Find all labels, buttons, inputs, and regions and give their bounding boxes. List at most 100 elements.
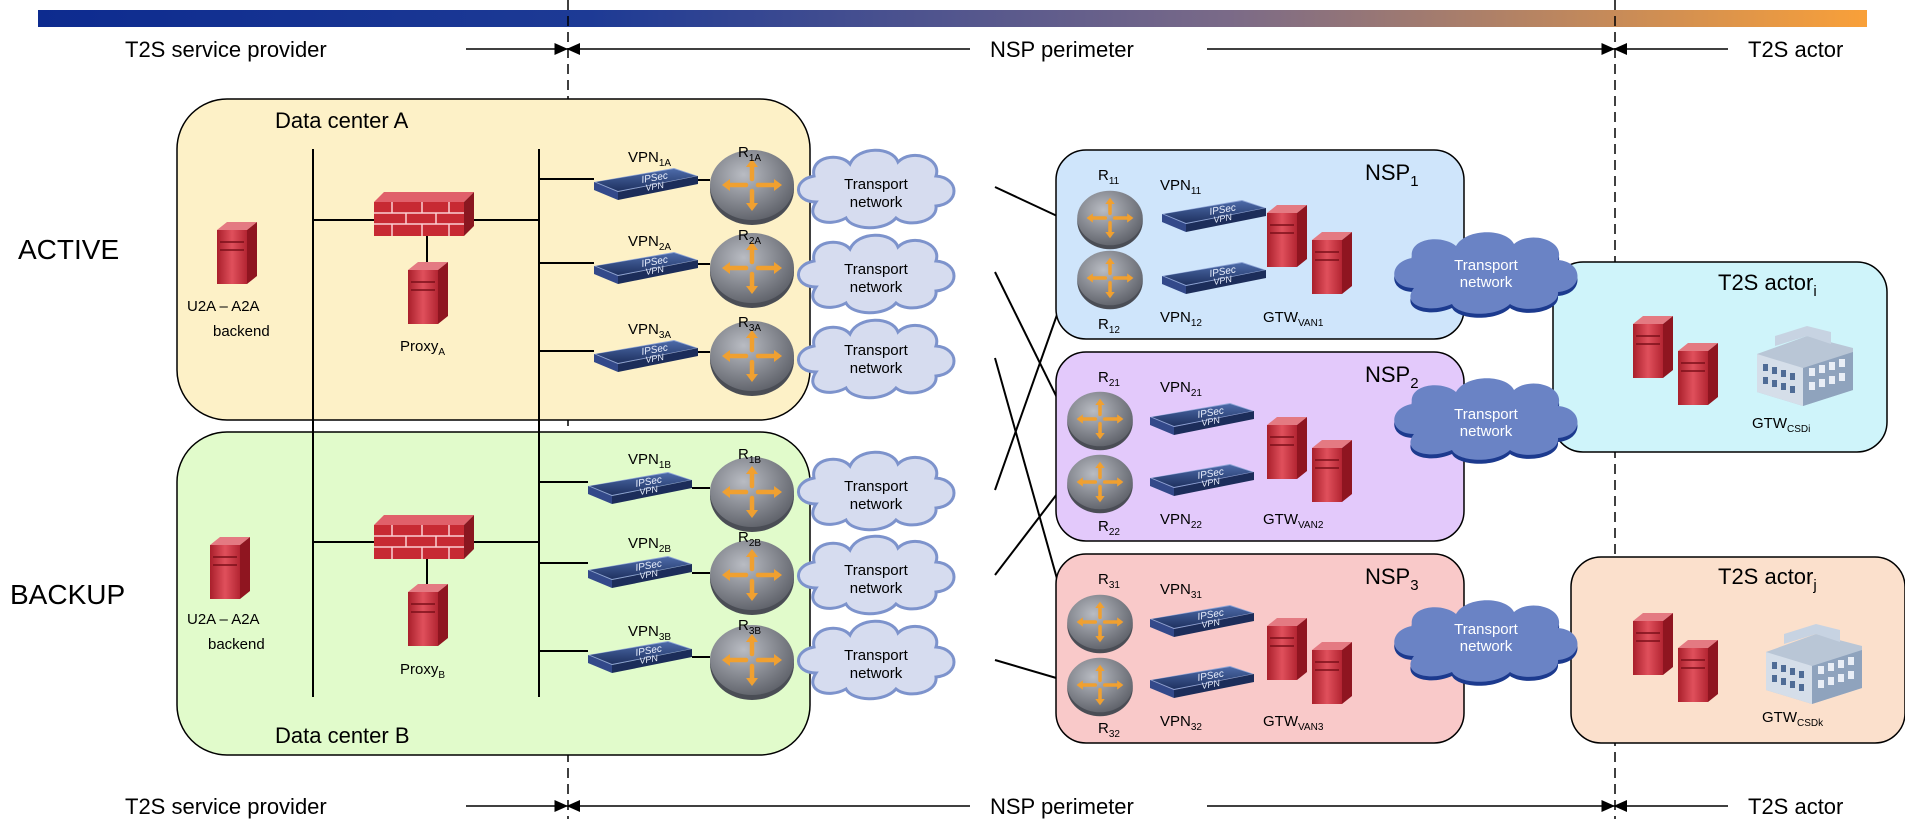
gtw-van1-sub: VAN1: [1298, 318, 1324, 329]
r11-label: R11: [1098, 167, 1120, 187]
r32-label: R32: [1098, 720, 1120, 740]
gtw-csdi-server-1-icon: [1632, 315, 1674, 379]
router-1b-text: R: [738, 446, 749, 463]
cloud-nsp1-label-1: Transport: [1454, 257, 1518, 274]
gtw-van2-server-1-icon: [1266, 416, 1308, 480]
proxy-b-label-text: Proxy: [400, 661, 439, 678]
backend-b-server-icon: [209, 536, 251, 600]
gtw-van2-server-2-icon: [1311, 439, 1353, 503]
backend-b-label-line1: U2A – A2A: [187, 611, 260, 628]
r22-sub: 22: [1109, 527, 1121, 538]
gtw-van3-text: GTW: [1263, 713, 1299, 730]
r22-label: R22: [1098, 518, 1120, 538]
vpn22-label: VPN22: [1160, 511, 1202, 531]
router-1a-text: R: [738, 144, 749, 161]
router-22-icon: [1065, 452, 1135, 515]
gtw-van2-sub: VAN2: [1298, 520, 1324, 531]
nsp2-title-text: NSP: [1365, 362, 1410, 387]
gtw-csdk-server-2-icon: [1677, 639, 1719, 703]
r12-text: R: [1098, 316, 1109, 333]
backend-a-label-line1: U2A – A2A: [187, 298, 260, 315]
t2s-actor-i-title-text: T2S actor: [1718, 270, 1813, 295]
data-center-a-internals: U2A – A2A backend ProxyA: [187, 191, 539, 358]
backend-b-label-line2: backend: [208, 636, 265, 653]
vpn11-text: VPN: [1160, 177, 1191, 194]
cloud-3b-label-2: network: [850, 665, 903, 682]
gtw-van2-text: GTW: [1263, 511, 1299, 528]
gtw-van3-server-2-icon: [1311, 641, 1353, 705]
r31-sub: 31: [1109, 580, 1121, 591]
vpn-3a-sub: 3A: [659, 330, 672, 341]
nsp2-title-sub: 2: [1410, 375, 1418, 392]
router-21-icon: [1065, 389, 1135, 452]
vpn31-label: VPN31: [1160, 581, 1202, 601]
router-1b-label: R1B: [738, 446, 761, 466]
t2s-actor-j-title-text: T2S actor: [1718, 564, 1813, 589]
nsp2-title: NSP2: [1365, 362, 1419, 392]
router-1a-label: R1A: [738, 144, 761, 164]
gtw-csdk-text: GTW: [1762, 709, 1798, 726]
router-1a-sub: 1A: [749, 153, 762, 164]
header-right-label: T2S actor: [1748, 37, 1843, 62]
cloud-3a-label-1: Transport: [844, 342, 908, 359]
header-left-label: T2S service provider: [125, 37, 327, 62]
vpn21-sub: 21: [1191, 388, 1203, 399]
vpn-1b-label: VPN1B: [628, 451, 671, 471]
transport-clouds-nsp: Transport network Transport network Tran…: [1394, 232, 1578, 686]
vpn31-text: VPN: [1160, 581, 1191, 598]
cloud-1b-label-1: Transport: [844, 478, 908, 495]
cloud-2b-label-2: network: [850, 580, 903, 597]
firewall-b-icon: [373, 514, 475, 560]
vpn11-sub: 11: [1191, 186, 1202, 197]
vpn32-sub: 32: [1191, 722, 1203, 733]
backup-label: BACKUP: [10, 579, 125, 610]
router-2b-sub: 2B: [749, 538, 762, 549]
footer-center-label: NSP perimeter: [990, 794, 1134, 819]
nsp2-contents: NSP2 R21 VPN21 R22 VPN22 GTWVAN2: [1065, 362, 1419, 538]
r12-sub: 12: [1109, 325, 1121, 336]
gtw-van1-server-2-icon: [1311, 231, 1353, 295]
gtw-csdi-text: GTW: [1752, 415, 1788, 432]
vpn-3b-sub: 3B: [659, 632, 672, 643]
data-center-b-internals: U2A – A2A backend ProxyB: [187, 514, 539, 681]
gtw-van3-label: GTWVAN3: [1263, 713, 1324, 733]
vpn-1b-sub: 1B: [659, 460, 672, 471]
nsp1-contents: NSP1 R11 VPN11 R12 VPN12 GTWVAN1: [1075, 160, 1419, 336]
vpn11-label: VPN11: [1160, 177, 1202, 197]
footer-left-label: T2S service provider: [125, 794, 327, 819]
router-1b-icon: [710, 457, 794, 532]
vpn-2a-label: VPN2A: [628, 233, 671, 253]
proxy-b-server-icon: [407, 583, 449, 647]
cloud-nsp3-label-1: Transport: [1454, 621, 1518, 638]
vpn-3b-label: VPN3B: [628, 623, 671, 643]
vpn12-sub: 12: [1191, 318, 1203, 329]
vpn21-label: VPN21: [1160, 379, 1202, 399]
router-2a-sub: 2A: [749, 236, 762, 247]
gtw-csdi-server-2-icon: [1677, 342, 1719, 406]
dc-link-rows: VPN1A R1A VPN2A R2A VPN3A R3A VPN1B R1B …: [539, 144, 794, 700]
r21-sub: 21: [1109, 378, 1121, 389]
r11-sub: 11: [1109, 176, 1120, 187]
cloud-3b-label-1: Transport: [844, 647, 908, 664]
router-2b-text: R: [738, 529, 749, 546]
gtw-van2-label: GTWVAN2: [1263, 511, 1324, 531]
cloud-nsp2-label-2: network: [1460, 423, 1513, 440]
proxy-a-label-text: Proxy: [400, 338, 439, 355]
t2s-actor-j-title: T2S actorj: [1718, 564, 1817, 594]
gtw-van1-server-1-icon: [1266, 204, 1308, 268]
router-2b-icon: [710, 540, 794, 615]
cloud-nsp3-label-2: network: [1460, 638, 1513, 655]
gtw-csdi-sub: CSDi: [1787, 424, 1810, 435]
data-center-b-box: [176, 431, 811, 756]
nsp3-title-sub: 3: [1410, 577, 1418, 594]
t2s-actor-i-contents: T2S actori GTWCSDi: [1632, 270, 1853, 435]
transport-cloud-labels: Transport network Transport network Tran…: [844, 176, 908, 682]
header-center-label: NSP perimeter: [990, 37, 1134, 62]
proxy-a-server-icon: [407, 261, 449, 325]
r12-label: R12: [1098, 316, 1120, 336]
vpn-3a-label: VPN3A: [628, 321, 671, 341]
router-1b-sub: 1B: [749, 455, 762, 466]
active-label: ACTIVE: [18, 234, 119, 265]
vpn-1b-text: VPN: [628, 451, 659, 468]
router-3b-sub: 3B: [749, 626, 762, 637]
